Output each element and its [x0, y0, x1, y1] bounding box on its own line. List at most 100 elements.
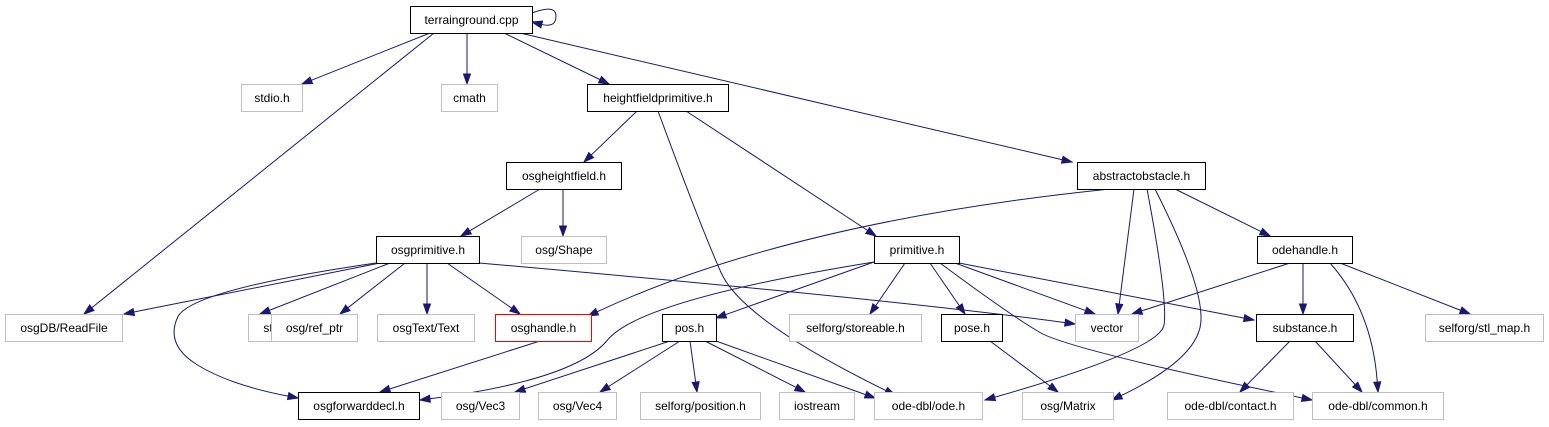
node-osgforwarddecl[interactable]: osgforwarddecl.h: [298, 392, 420, 420]
edge-odehandle-to-common: [1329, 262, 1382, 394]
node-box: [1075, 314, 1139, 342]
arrowhead: [530, 20, 544, 29]
node-position: selforg/position.h: [640, 392, 761, 420]
edge-substance-to-common: [1314, 340, 1364, 394]
node-osgprimitive[interactable]: osgprimitive.h: [376, 236, 480, 264]
edge-terrainground-to-heightfieldprimitive: [503, 32, 611, 85]
node-osghandle[interactable]: osghandle.h: [495, 314, 592, 342]
arrowhead: [300, 76, 314, 85]
node-heightfieldprimitive[interactable]: heightfieldprimitive.h: [587, 84, 729, 112]
node-label: osgDB/ReadFile: [20, 321, 108, 335]
edge-primitive-to-pose: [929, 262, 966, 316]
edge-primitive-to-common: [939, 262, 1314, 402]
edge-line: [91, 32, 435, 309]
node-label: osg/Vec4: [553, 399, 603, 413]
arrowhead: [793, 383, 807, 393]
edge-line: [446, 262, 513, 309]
node-odehandle[interactable]: odehandle.h: [1257, 236, 1353, 264]
arrowhead: [598, 382, 612, 393]
node-box: [376, 236, 480, 264]
edge-line: [875, 262, 906, 307]
node-refptr: osg/ref_ptr: [271, 314, 358, 342]
node-abstractobstacle[interactable]: abstractobstacle.h: [1077, 162, 1206, 190]
node-stlmap: selforg/stl_map.h: [1425, 314, 1544, 342]
edge-line: [389, 340, 541, 390]
arrowhead: [122, 307, 136, 317]
node-label: selforg/storeable.h: [806, 321, 905, 335]
arrowhead: [714, 310, 728, 319]
node-box: [1167, 392, 1294, 420]
node-pos[interactable]: pos.h: [662, 314, 717, 342]
node-substance[interactable]: substance.h: [1256, 314, 1354, 342]
node-vector: vector: [1075, 314, 1139, 342]
node-label: osg/ref_ptr: [286, 321, 343, 335]
edge-line: [519, 32, 1063, 161]
node-box: [1077, 162, 1206, 190]
arrowhead: [508, 304, 522, 315]
node-vec3: osg/Vec3: [441, 392, 520, 420]
arrowhead: [1060, 155, 1074, 164]
arrowhead: [1258, 227, 1272, 237]
edge-line: [685, 110, 868, 231]
node-terrainground[interactable]: terrainground.cpp: [410, 6, 533, 34]
node-label: osgprimitive.h: [391, 243, 465, 257]
edge-osgprimitive-to-osgtext: [422, 263, 432, 316]
edge-osgprimitive-to-readfile: [122, 262, 381, 317]
edge-terrainground-to-abstractobstacle: [519, 32, 1074, 164]
edge-line: [1120, 188, 1202, 397]
node-box: [587, 84, 729, 112]
edge-line: [1141, 262, 1291, 312]
node-primitive[interactable]: primitive.h: [874, 236, 960, 264]
node-box: [5, 314, 123, 342]
arrowhead: [82, 304, 95, 315]
node-pose[interactable]: pose.h: [941, 314, 1003, 342]
arrowhead: [338, 304, 351, 315]
node-label: pos.h: [675, 321, 704, 335]
arrowhead: [864, 226, 878, 237]
node-osgshape: osg/Shape: [521, 236, 607, 264]
arrowhead: [691, 381, 700, 394]
node-box: [874, 236, 960, 264]
arrowhead: [422, 303, 432, 316]
node-label: heightfieldprimitive.h: [603, 91, 712, 105]
node-cmath: cmath: [441, 84, 498, 112]
node-box: [789, 314, 922, 342]
node-osgheightfield[interactable]: osgheightfield.h: [506, 162, 622, 190]
arrowhead: [418, 394, 431, 403]
edge-terrainground-to-readfile: [82, 32, 435, 315]
arrowhead: [378, 384, 392, 393]
node-common: ode-dbl/common.h: [1312, 392, 1444, 420]
node-label: selforg/stl_map.h: [1439, 321, 1530, 335]
edge-pose-to-matrix: [989, 340, 1060, 393]
node-storeable: selforg/storeable.h: [789, 314, 922, 342]
edge-line: [704, 340, 797, 388]
node-label: ode-dbl/contact.h: [1184, 399, 1276, 413]
edge-osgprimitive-to-string: [258, 262, 391, 315]
node-label: osgheightfield.h: [522, 169, 606, 183]
arrowhead: [513, 384, 527, 393]
node-box: [779, 392, 855, 420]
arrowhead: [459, 227, 473, 237]
arrowhead: [1047, 382, 1060, 393]
node-box: [441, 392, 520, 420]
arrowhead: [1242, 313, 1256, 323]
node-label: osgText/Text: [393, 321, 460, 335]
edge-abstractobstacle-to-matrix: [1110, 188, 1202, 401]
node-stdio: stdio.h: [241, 84, 303, 112]
edge-line: [1174, 188, 1262, 233]
node-vec4: osg/Vec4: [538, 392, 617, 420]
edge-heightfieldprimitive-to-odeh: [657, 110, 897, 396]
edge-line: [1339, 262, 1461, 311]
edge-pos-to-iostream: [704, 340, 807, 393]
edge-line: [531, 8, 557, 26]
edge-line: [929, 262, 960, 307]
edge-osgprimitive-to-refptr: [338, 262, 406, 315]
edge-line: [590, 110, 638, 156]
node-label: iostream: [794, 399, 840, 413]
node-box: [1022, 392, 1114, 420]
arrowhead: [558, 225, 568, 238]
edge-line: [1118, 188, 1135, 305]
edge-primitive-to-osgforwarddecl: [418, 261, 875, 403]
edge-line: [596, 188, 1111, 313]
